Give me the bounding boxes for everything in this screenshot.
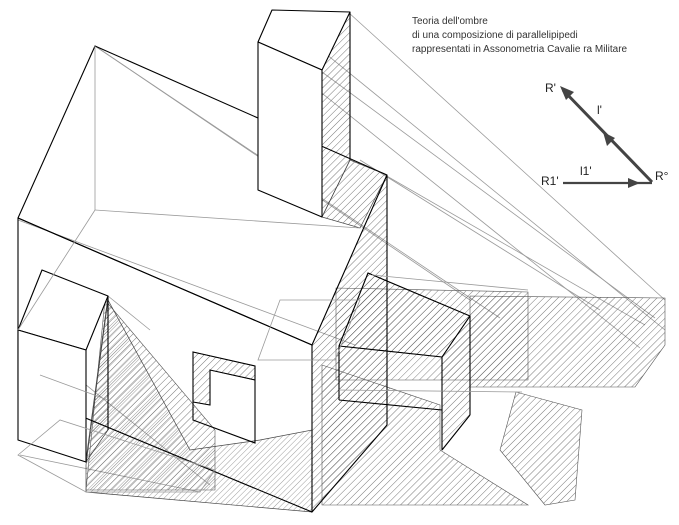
arrowhead-l1-prime [628, 178, 640, 188]
label-l-prime: l' [597, 103, 602, 117]
label-r1-prime: R1' [541, 174, 559, 188]
label-l1-prime: l1' [580, 164, 592, 178]
label-r-degree: R° [655, 169, 669, 183]
arrowhead-r-prime [560, 86, 574, 100]
caption-line-2: di una composizione di parallelipipedi [412, 30, 578, 41]
window-outline [192, 351, 256, 444]
construction-lines [17, 46, 529, 493]
chimney-outline [257, 9, 351, 218]
arrowhead-l-prime [603, 132, 615, 146]
self-shadows [85, 11, 471, 513]
light-direction-legend: R' l' l1' R1' R° [541, 81, 669, 188]
label-r-prime: R' [545, 81, 556, 95]
caption-line-1: Teoria dell'ombre [412, 16, 488, 27]
right-annex-outline [338, 272, 471, 451]
front-small-block [17, 269, 109, 463]
caption-line-3: rappresentati in Assonometria Cavalie ra… [412, 44, 628, 55]
